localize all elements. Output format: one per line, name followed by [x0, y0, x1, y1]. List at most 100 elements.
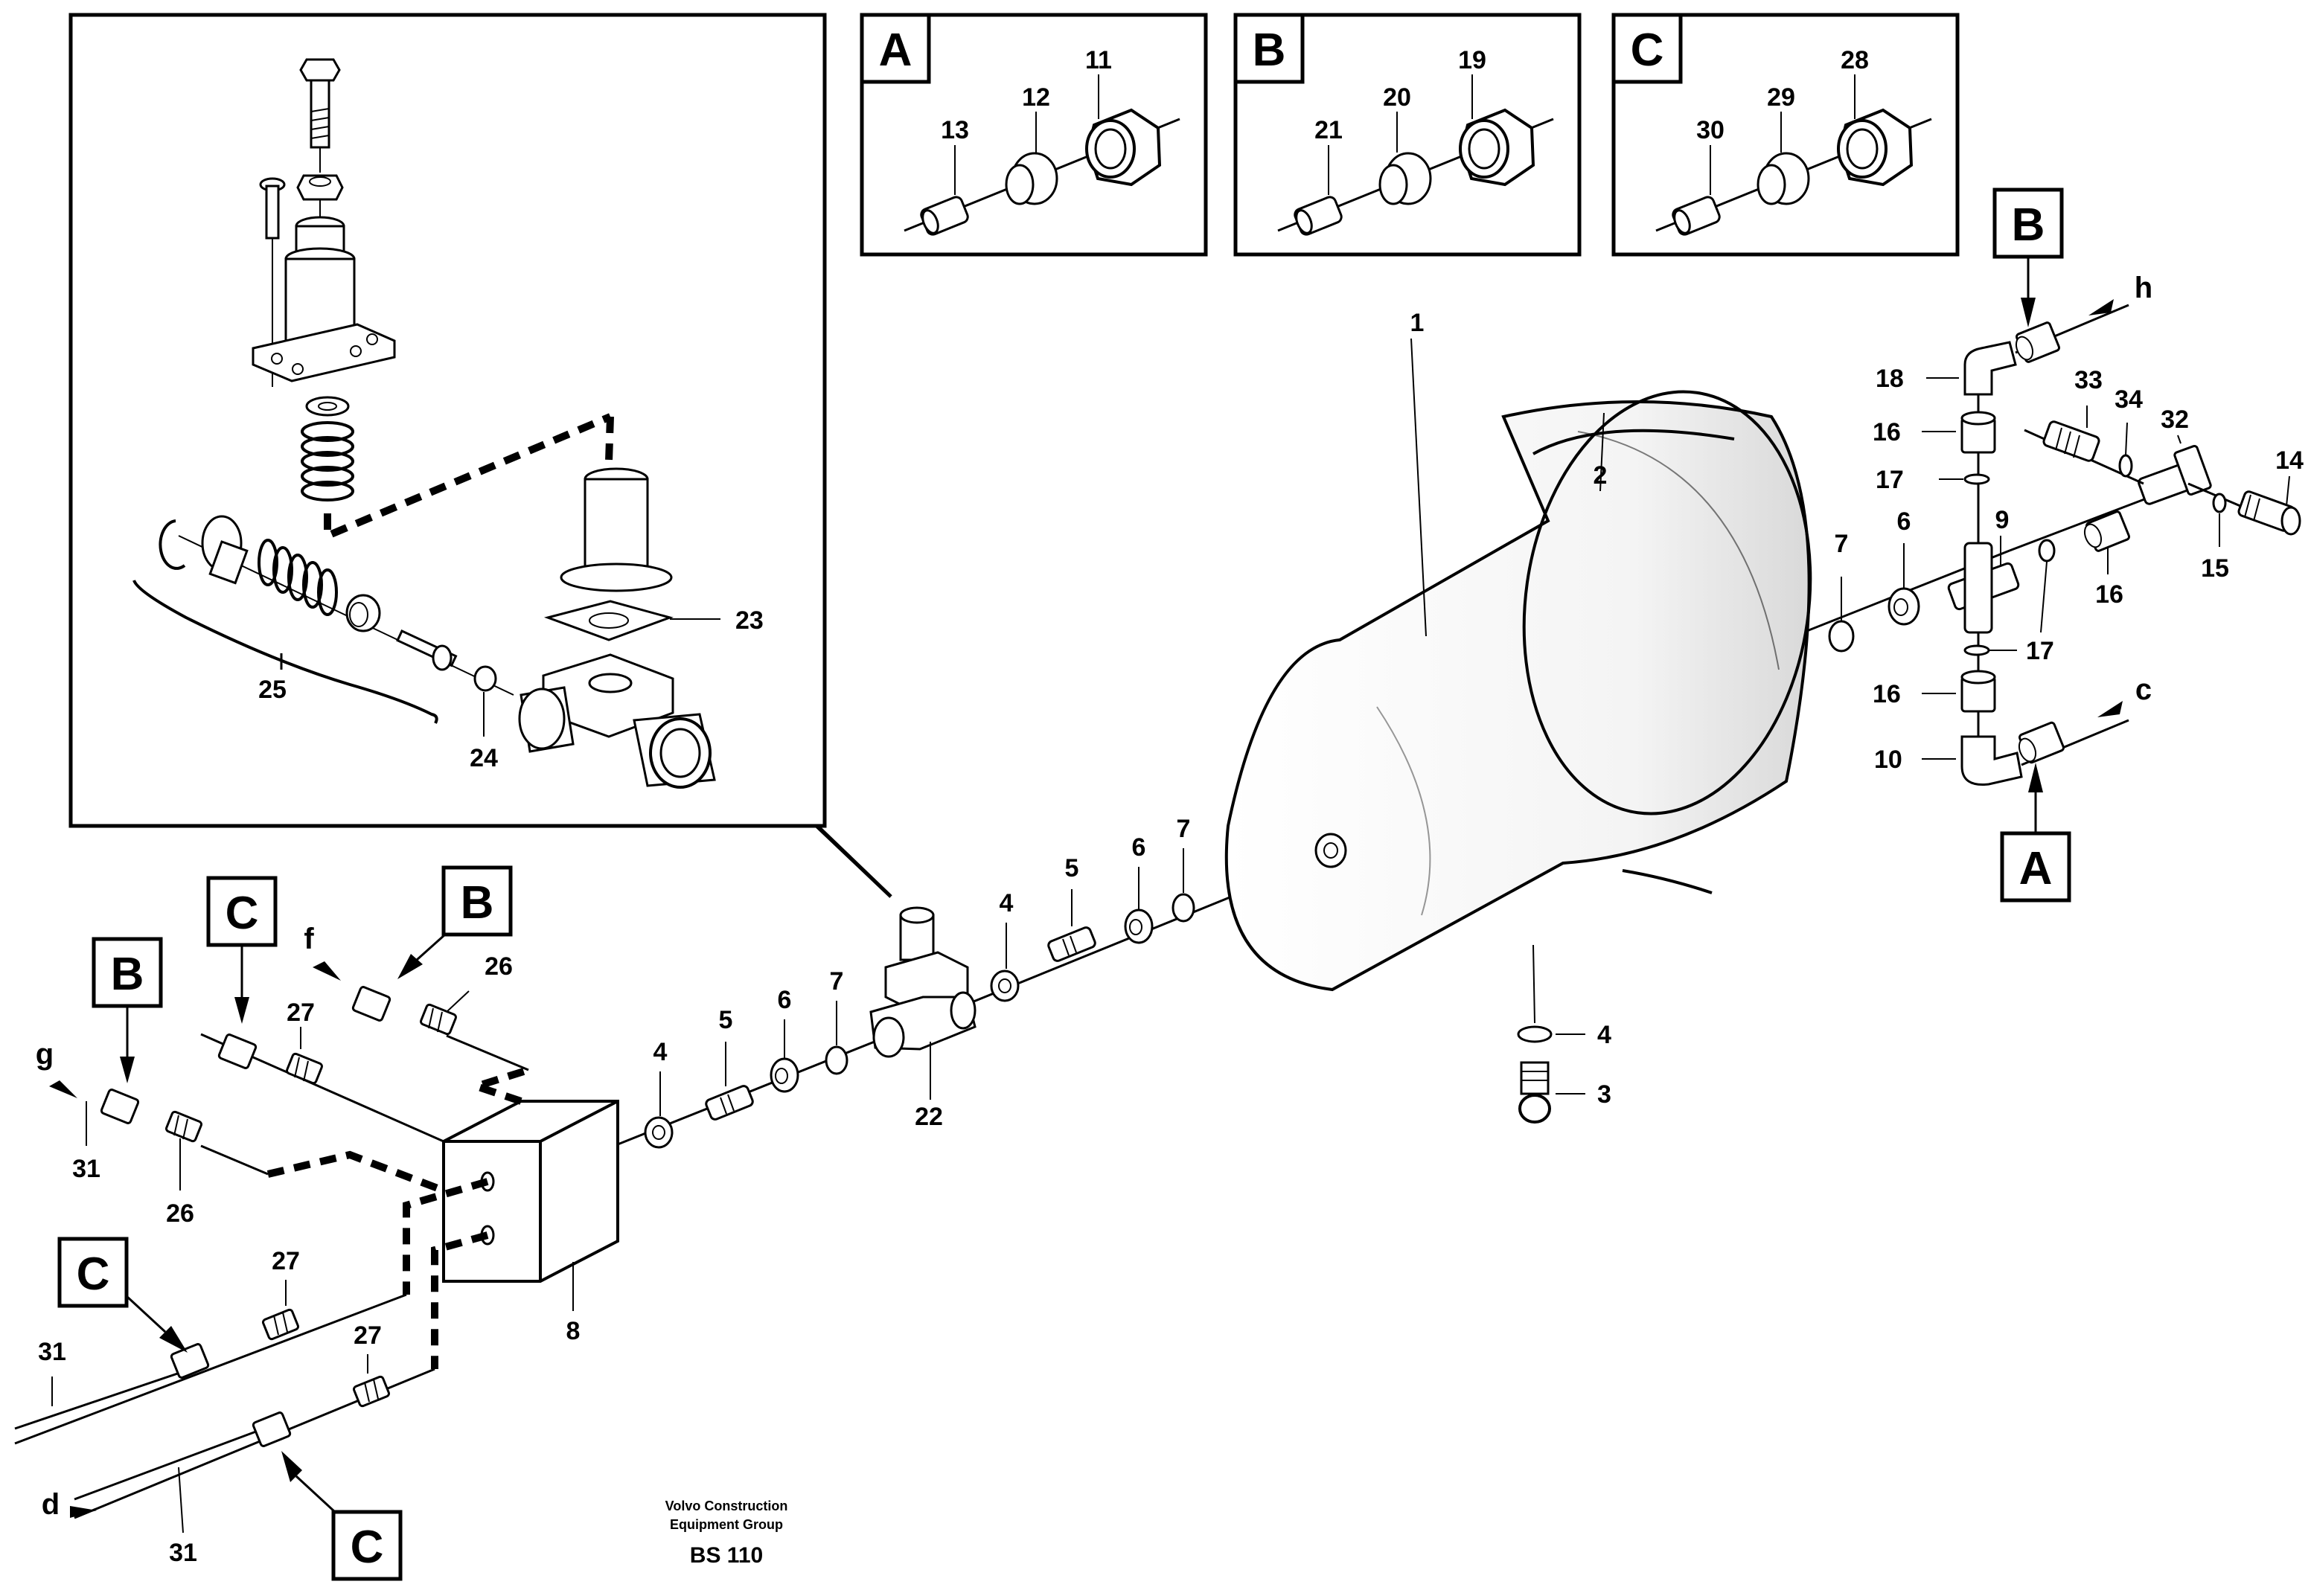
inset-box-c-letter: C — [1631, 25, 1664, 76]
callout-19: 19 — [1458, 46, 1486, 74]
ref-box-c-bottom: C — [281, 1451, 403, 1581]
screw — [259, 177, 286, 387]
nut-16-right — [2083, 510, 2131, 552]
nut-6-b — [1124, 908, 1154, 944]
o-ring-34 — [2118, 454, 2133, 478]
nipple-27-bottom — [352, 1375, 391, 1408]
inset-box-a-letter: A — [879, 25, 912, 76]
nipple-5-b — [1047, 926, 1096, 962]
gasket — [543, 600, 674, 641]
piston-spring — [258, 539, 338, 616]
callout-31-a: 31 — [72, 1155, 100, 1183]
arrow-f — [313, 961, 341, 981]
svg-text:C: C — [226, 888, 259, 939]
svg-text:B: B — [461, 877, 494, 929]
ref-box-b-left: B — [92, 937, 163, 1083]
valve-body — [518, 653, 716, 789]
part-12-ring — [1005, 152, 1058, 205]
nipple-27-mid — [261, 1308, 300, 1341]
washer-4-drain — [1517, 1025, 1553, 1043]
callout-30: 30 — [1696, 116, 1725, 144]
callout-4-a: 4 — [653, 1038, 668, 1066]
drain-plug — [1518, 1061, 1551, 1124]
connection-d: d — [42, 1488, 60, 1521]
solenoid-body — [252, 216, 396, 382]
nut-16-top — [1960, 411, 1996, 454]
o-ring-15 — [2212, 493, 2227, 513]
inset-box-c: C 30 29 28 — [1611, 13, 1960, 257]
valve-22 — [869, 906, 976, 1058]
callout-7-a: 7 — [830, 967, 844, 996]
inset-box-a: A 13 12 11 — [860, 13, 1208, 257]
sensor-33 — [2042, 420, 2100, 462]
o-ring-24 — [473, 665, 497, 692]
inset-box-c-label-frame — [1611, 13, 1683, 84]
nut-26-top — [351, 986, 391, 1022]
callout-17-top: 17 — [1876, 466, 1904, 494]
nut-16-bottom — [1960, 670, 1996, 713]
nut-31-c — [252, 1411, 292, 1447]
part-13-sleeve — [920, 196, 969, 236]
bolt — [299, 58, 341, 173]
svg-text:C: C — [77, 1249, 110, 1300]
footer-code: BS 110 — [690, 1543, 763, 1568]
piston — [201, 515, 249, 585]
nut-g — [100, 1089, 140, 1124]
o-ring-17-top — [1963, 473, 1990, 485]
callout-22: 22 — [915, 1103, 943, 1131]
callout-28: 28 — [1841, 46, 1869, 74]
footer-line-2: Equipment Group — [670, 1517, 783, 1532]
cross-fitting-9 — [1947, 542, 2020, 634]
air-tank — [1224, 390, 1812, 992]
callout-5-b: 5 — [1065, 854, 1079, 882]
valve-stem — [396, 629, 458, 671]
ref-box-a-right: A — [2000, 763, 2071, 903]
callout-27-bottom: 27 — [354, 1321, 382, 1350]
part-30-sleeve — [1672, 196, 1721, 236]
seal-ring — [345, 594, 381, 632]
inset-box-a-label-frame — [860, 13, 931, 84]
callout-31-c: 31 — [169, 1539, 197, 1567]
part-28-nut — [1837, 108, 1914, 187]
callout-21: 21 — [1314, 116, 1343, 144]
callout-27-top: 27 — [287, 999, 315, 1027]
part-19-nut — [1459, 108, 1535, 187]
connection-g: g — [36, 1038, 54, 1071]
callout-9: 9 — [1995, 506, 2010, 534]
callout-16-bottom: 16 — [1873, 680, 1901, 708]
callout-26-top: 26 — [485, 952, 513, 981]
callout-25: 25 — [258, 676, 287, 704]
callout-23: 23 — [735, 606, 764, 635]
callout-33: 33 — [2074, 366, 2103, 394]
callout-2: 2 — [1594, 461, 1608, 490]
svg-text:A: A — [2019, 843, 2053, 894]
inset-box-b: B 21 20 19 — [1233, 13, 1582, 257]
nut-27-top — [217, 1033, 258, 1069]
sensor-14 — [2237, 490, 2301, 536]
callout-14: 14 — [2275, 446, 2304, 475]
nipple-5-a — [705, 1085, 754, 1121]
connection-c: c — [2135, 673, 2152, 706]
nut-6-c — [1888, 587, 1920, 626]
nut-h — [2015, 321, 2061, 363]
o-ring-7-c — [1828, 620, 1855, 653]
callout-3: 3 — [1597, 1080, 1611, 1109]
inset-box-b-letter: B — [1253, 25, 1286, 76]
callout-6-a: 6 — [778, 986, 792, 1014]
callout-8: 8 — [566, 1317, 581, 1345]
nut-c — [2018, 721, 2065, 764]
callout-10: 10 — [1874, 746, 1902, 774]
o-ring-7-a — [825, 1045, 848, 1075]
elbow-10 — [1960, 735, 2023, 786]
nipple-27-top — [285, 1052, 324, 1085]
arrow-c — [2097, 701, 2123, 717]
callout-24: 24 — [470, 744, 498, 772]
nut-6-a — [770, 1057, 799, 1093]
callout-18: 18 — [1876, 365, 1904, 393]
ref-box-b-mid-left: B — [397, 865, 513, 979]
part-11-nut — [1085, 108, 1162, 187]
detail-inset: 23 — [68, 13, 892, 898]
callout-34: 34 — [2115, 385, 2143, 414]
footer-line-1: Volvo Construction — [665, 1499, 788, 1513]
valve-cap — [560, 467, 673, 592]
